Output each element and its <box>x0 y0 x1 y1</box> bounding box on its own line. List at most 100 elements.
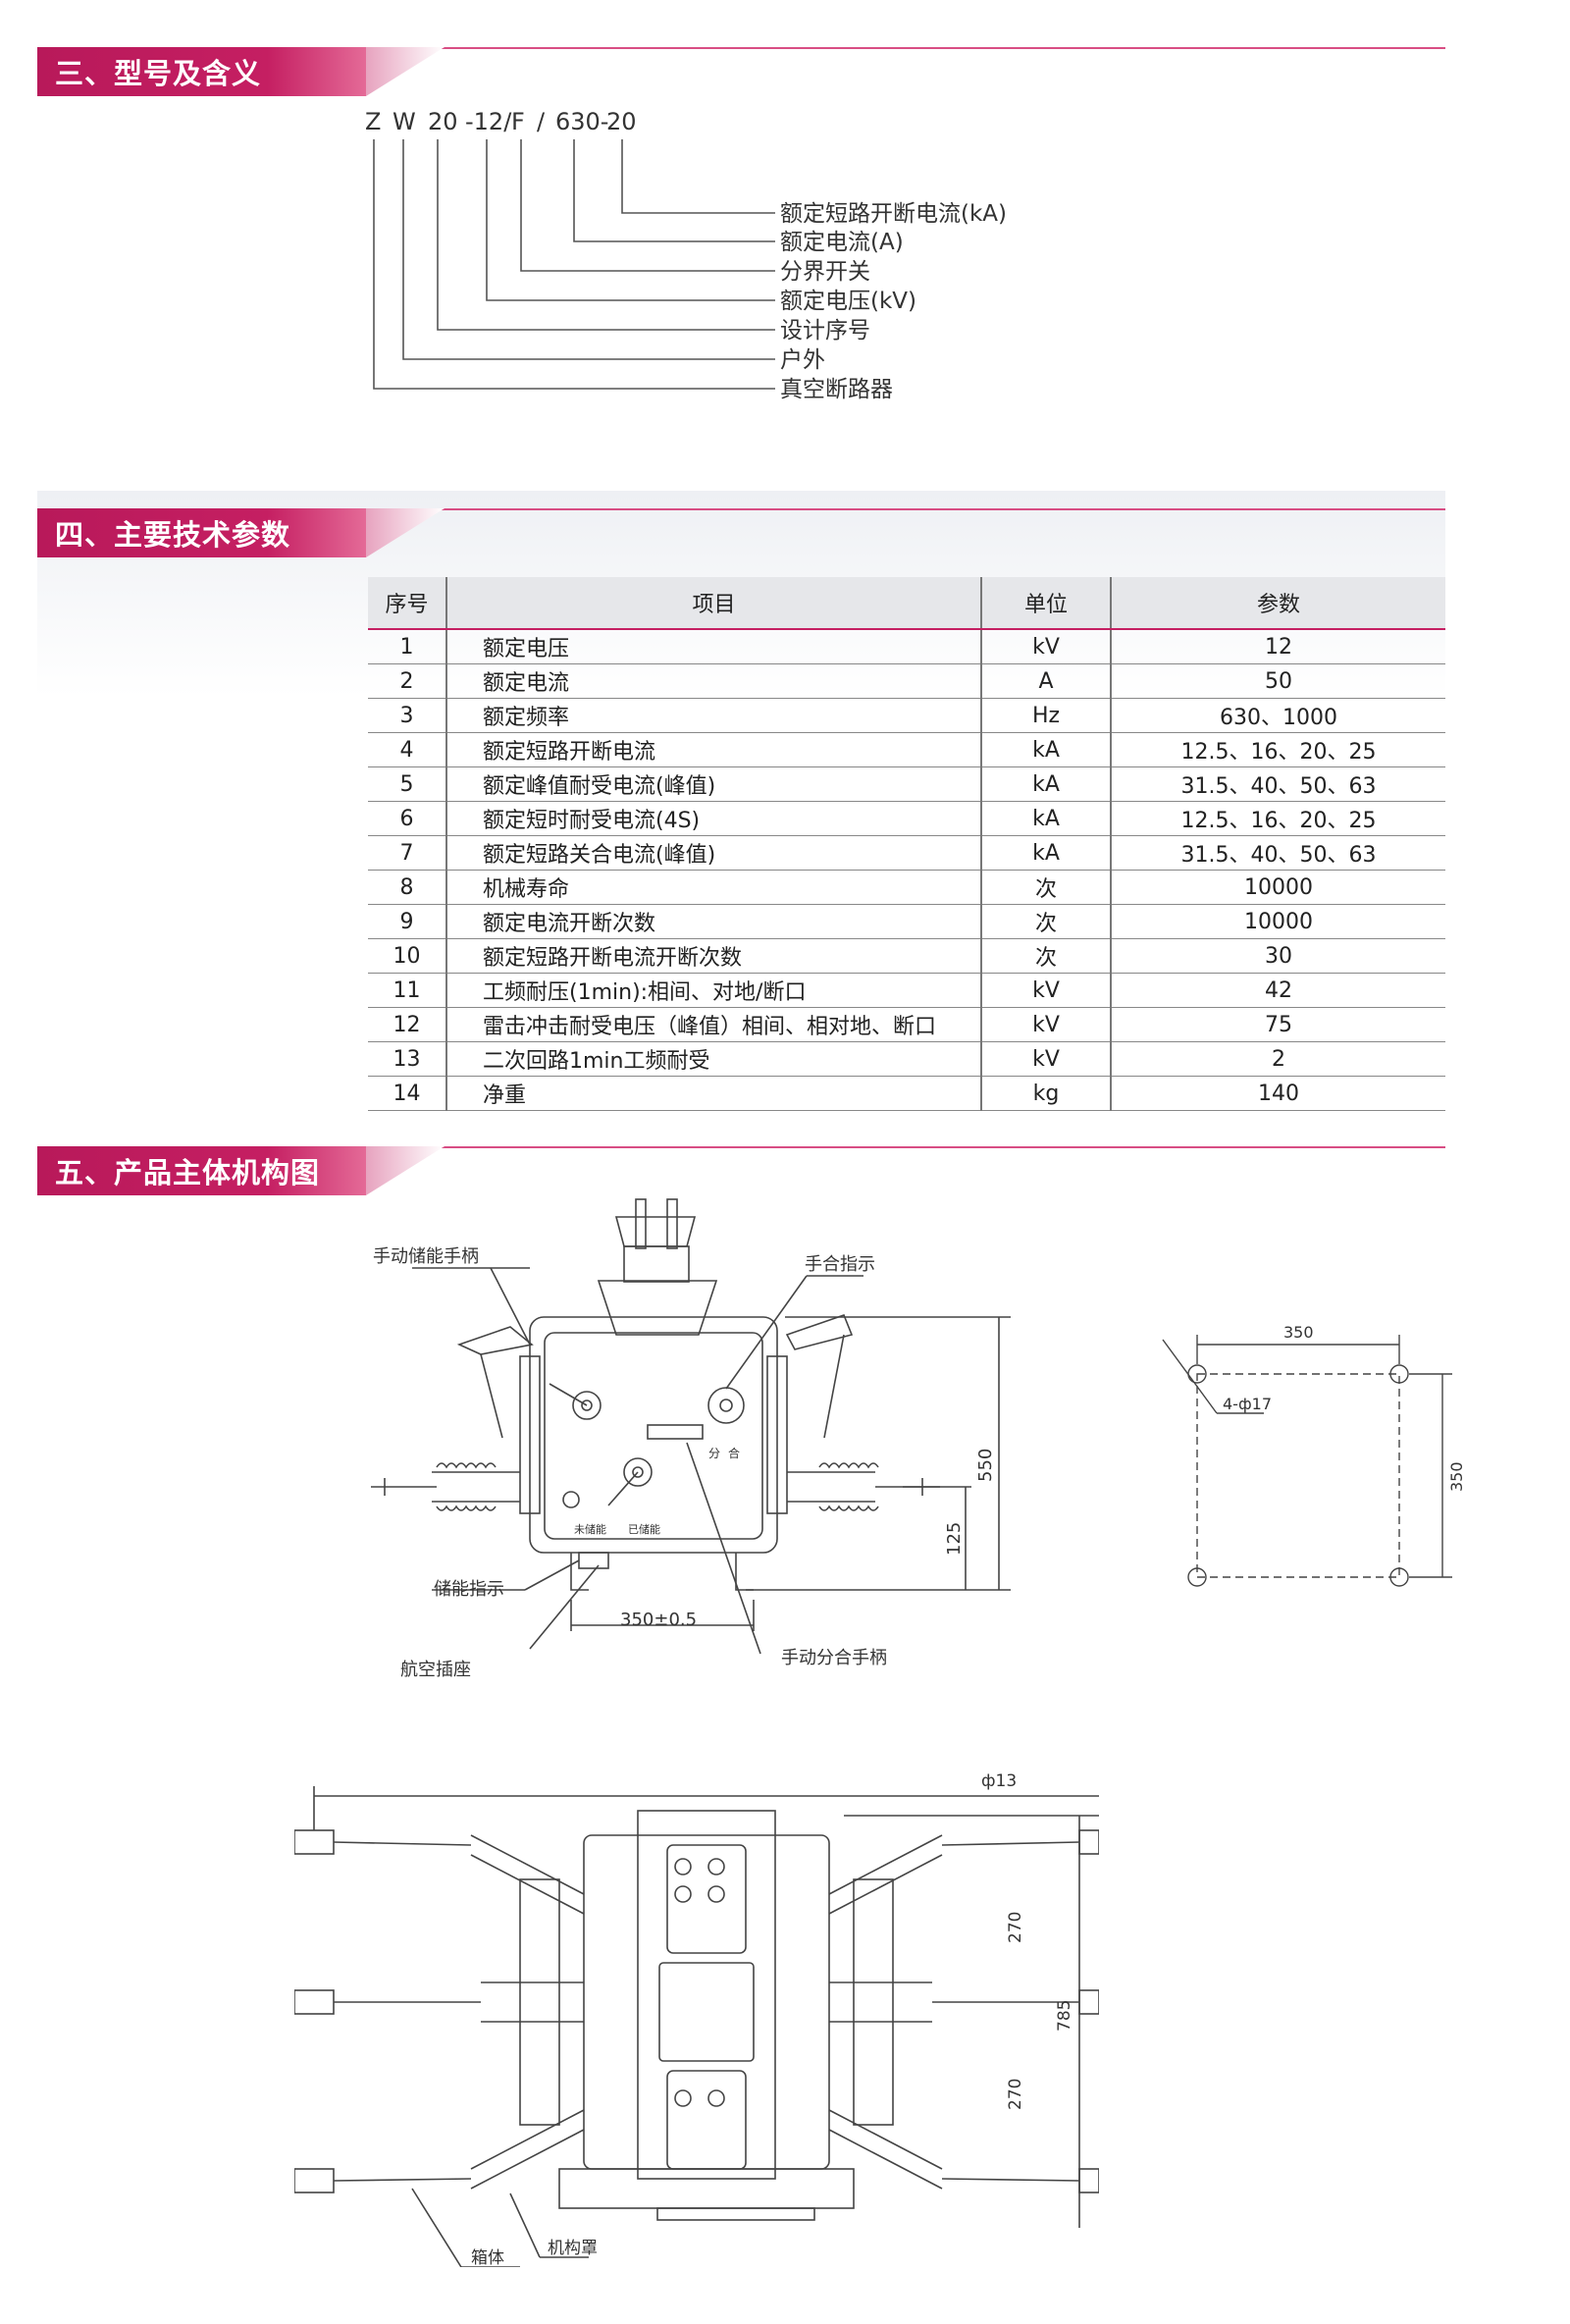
cell-value: 140 <box>1111 1076 1445 1111</box>
table-header-row: 序号 项目 单位 参数 <box>368 577 1445 630</box>
section-3-title: 三、型号及含义 <box>37 47 366 96</box>
cell-unit: kA <box>981 835 1112 871</box>
cell-unit: kA <box>981 732 1112 767</box>
cell-item: 净重 <box>446 1076 982 1111</box>
section-rule <box>37 508 1445 510</box>
section-3-header: 三、型号及含义 <box>37 47 445 96</box>
code-char-20b: 20 <box>606 108 637 135</box>
cell-item: 雷击冲击耐受电压（峰值）相间、相对地、断口 <box>446 1007 982 1042</box>
cell-item: 额定短路开断电流开断次数 <box>446 938 982 974</box>
cell-index: 14 <box>368 1076 447 1111</box>
dim-height-550: 550 <box>975 1449 996 1482</box>
cell-value: 10000 <box>1111 904 1445 939</box>
code-char-z: Z <box>365 108 381 135</box>
cell-unit: kV <box>981 1007 1112 1042</box>
label-manual-charge-handle: 手动储能手柄 <box>373 1246 479 1267</box>
section-4-title: 四、主要技术参数 <box>37 508 366 557</box>
section-5-header: 五、产品主体机构图 <box>37 1146 445 1195</box>
code-char-12: -12/ <box>465 108 512 135</box>
meaning-outdoor: 户外 <box>780 347 825 373</box>
dim-mount-holes: 4-ф17 <box>1223 1395 1272 1413</box>
front-view-drawing: 手动储能手柄 手合指示 储能指示 航空插座 手动分合手柄 分 合 未储能 已储能… <box>371 1198 1011 1680</box>
cell-item: 额定峰值耐受电流(峰值) <box>446 766 982 802</box>
section-rule <box>37 1146 1445 1148</box>
cell-value: 50 <box>1111 663 1445 699</box>
cell-unit: kV <box>981 1041 1112 1077</box>
label-not-charged: 未储能 <box>574 1522 606 1536</box>
cell-value: 10000 <box>1111 870 1445 905</box>
section-rule <box>37 47 1445 49</box>
header-item: 项目 <box>446 577 982 630</box>
cell-item: 额定电流开断次数 <box>446 904 982 939</box>
label-close-mark: 合 <box>728 1446 740 1460</box>
meaning-rated-current: 额定电流(A) <box>780 230 904 255</box>
cell-item: 额定电流 <box>446 663 982 699</box>
code-char-w: W <box>392 108 416 135</box>
cell-value: 12.5、16、20、25 <box>1111 732 1445 767</box>
code-char-630: 630- <box>555 108 608 135</box>
dim-terminal-125: 125 <box>944 1522 965 1556</box>
cell-item: 二次回路1min工频耐受 <box>446 1041 982 1077</box>
meaning-rated-voltage: 额定电压(kV) <box>780 289 916 314</box>
cell-value: 630、1000 <box>1111 698 1445 733</box>
meaning-breaking-current: 额定短路开断电流(kA) <box>780 201 1007 227</box>
label-charge-indicator: 储能指示 <box>434 1579 504 1600</box>
cell-value: 31.5、40、50、63 <box>1111 835 1445 871</box>
label-open-mark: 分 <box>708 1447 720 1460</box>
cell-item: 额定短路开断电流 <box>446 732 982 767</box>
cell-value: 31.5、40、50、63 <box>1111 766 1445 802</box>
label-box: 箱体 <box>471 2248 504 2267</box>
cell-index: 10 <box>368 938 447 974</box>
meaning-design-number: 设计序号 <box>780 318 870 343</box>
dim-foot-span: 350±0.5 <box>620 1610 697 1630</box>
cell-index: 8 <box>368 870 447 905</box>
header-index: 序号 <box>368 577 447 630</box>
cell-value: 12 <box>1111 629 1445 664</box>
dim-mount-height: 350 <box>1447 1461 1466 1492</box>
cell-item: 机械寿命 <box>446 870 982 905</box>
cell-index: 3 <box>368 698 447 733</box>
header-tail <box>366 508 445 557</box>
cell-item: 工频耐压(1min):相间、对地/断口 <box>446 973 982 1008</box>
cell-index: 9 <box>368 904 447 939</box>
cell-item: 额定短路关合电流(峰值) <box>446 835 982 871</box>
cell-unit: A <box>981 663 1112 699</box>
code-char-slash: / <box>537 108 546 135</box>
label-aviation-socket: 航空插座 <box>400 1660 471 1680</box>
cell-index: 4 <box>368 732 447 767</box>
cell-index: 11 <box>368 973 447 1008</box>
cell-index: 2 <box>368 663 447 699</box>
cell-value: 42 <box>1111 973 1445 1008</box>
cell-value: 12.5、16、20、25 <box>1111 801 1445 836</box>
cell-unit: 次 <box>981 870 1112 905</box>
cell-index: 6 <box>368 801 447 836</box>
label-manual-close-indicator: 手合指示 <box>805 1254 875 1275</box>
cell-unit: Hz <box>981 698 1112 733</box>
cell-item: 额定短时耐受电流(4S) <box>446 801 982 836</box>
dim-270-upper: 270 <box>1006 1912 1025 1943</box>
section-5-title: 五、产品主体机构图 <box>37 1146 366 1195</box>
cell-unit: 次 <box>981 938 1112 974</box>
cell-unit: kA <box>981 766 1112 802</box>
cell-index: 5 <box>368 766 447 802</box>
code-char-20: 20 <box>428 108 458 135</box>
leader-lines <box>373 139 775 390</box>
cell-unit: kV <box>981 973 1112 1008</box>
code-char-f: F <box>511 108 525 135</box>
cell-index: 1 <box>368 629 447 664</box>
model-code-diagram: Z W 20 -12/ F / 630- 20 额定短路开断电流(kA) 额定电… <box>365 108 1007 402</box>
label-manual-open-close-handle: 手动分合手柄 <box>781 1648 887 1668</box>
